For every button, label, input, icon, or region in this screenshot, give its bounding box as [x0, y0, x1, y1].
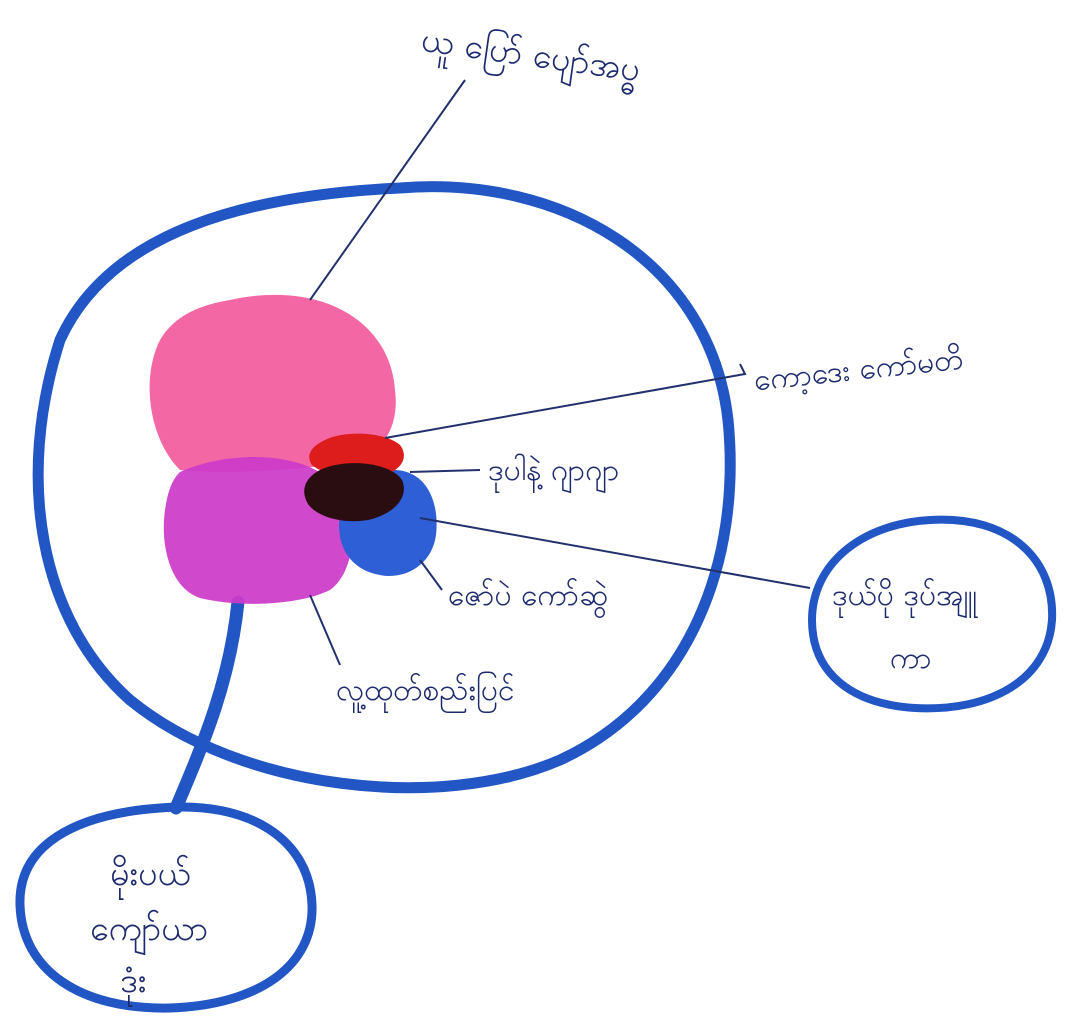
label-top: ယူ ပြော် ပျော်အပ္ဓ	[418, 20, 643, 96]
label-right-middle: ဒုပါနဲ့ ဂျာဂျာ	[488, 452, 619, 494]
bottom-circle-outline	[20, 807, 312, 1008]
label-right-lower: ဇော်ပဲ ကော်ဆွဲ	[448, 578, 608, 619]
label-right-circle-line2: ကာ	[890, 641, 932, 676]
right-circle-outline	[812, 520, 1052, 709]
label-bottom-circle-line1: မိုးပယ်	[110, 854, 190, 900]
leader-bottom-center	[310, 595, 340, 665]
leader-right-lower	[420, 560, 442, 590]
leader-right-middle	[410, 470, 480, 472]
label-bottom-center: လူ့ထုတ်စည်းပြင်	[336, 671, 515, 714]
leader-right-upper	[385, 364, 745, 438]
label-bottom-circle-line2: ကျော်ယာ	[90, 909, 208, 955]
label-bottom-circle-line3: ဒုံး	[120, 961, 146, 1007]
label-right-upper: ကော့ဒေး ကော်မတိ	[752, 342, 965, 401]
label-right-circle-line1: ဒုယ်ပို ဒုပ်အျူ	[832, 578, 977, 619]
connector-stem	[176, 602, 238, 808]
